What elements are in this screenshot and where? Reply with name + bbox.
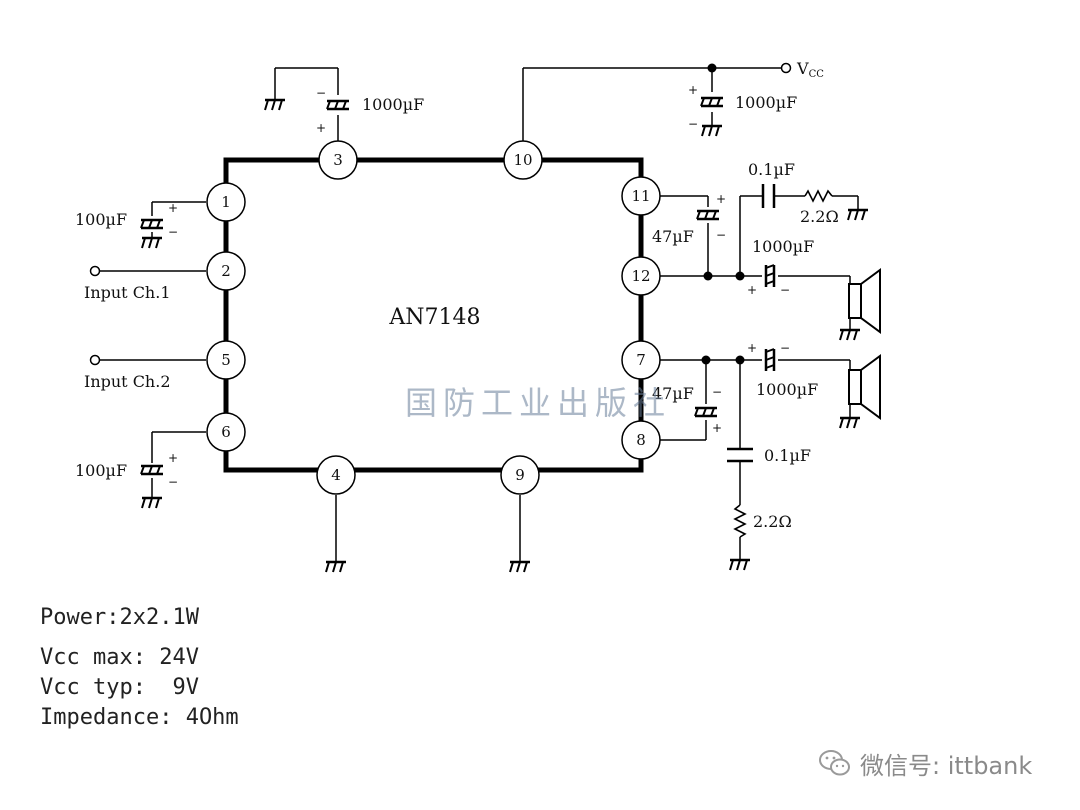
wiring — [100, 67, 859, 562]
resistor-top-rc-icon — [804, 189, 833, 203]
ground-pin4-icon — [324, 560, 348, 574]
pin-11-label: 11 — [631, 187, 650, 205]
label-c-pin1: 100µF — [75, 210, 127, 229]
pin-1-label: 1 — [221, 193, 231, 211]
svg-text:+: + — [716, 192, 726, 206]
pin-12-circle — [621, 256, 661, 296]
polarity-marks: − + + − + − + − + − − + + − + − — [168, 83, 790, 489]
capacitor-pin11-icon — [695, 209, 721, 221]
wechat-icon — [819, 750, 850, 776]
pin-8-label: 8 — [636, 431, 646, 449]
label-c-8-7: 47µF — [652, 384, 694, 403]
spec-power: Power:2x2.1W — [40, 605, 199, 630]
label-c-pin3: 1000µF — [362, 95, 424, 114]
label-input-ch2: Input Ch.2 — [84, 372, 171, 391]
wechat-id-text: 微信号: ittbank — [860, 751, 1033, 780]
resistor-bottom-rc-icon — [733, 504, 747, 538]
ic-name: AN7148 — [388, 305, 480, 330]
label-input-ch1: Input Ch.1 — [84, 283, 171, 302]
ground-top-rc-icon — [846, 208, 870, 222]
publisher-watermark: 国防工业出版社 — [405, 384, 671, 422]
input-ch2-terminal-icon — [89, 354, 101, 366]
ground-pin9-icon — [508, 560, 532, 574]
capacitor-out1-icon — [764, 263, 776, 289]
svg-text:−: − — [716, 228, 726, 242]
ground-pin3-icon — [263, 98, 287, 112]
pin-10-circle — [503, 140, 543, 180]
ground-speaker2-icon — [838, 416, 862, 430]
svg-text:+: + — [316, 121, 326, 135]
capacitor-pin8-icon — [693, 406, 719, 418]
ground-vcc-icon — [700, 124, 724, 138]
pin-2-circle — [206, 251, 246, 291]
ground-pin6-icon — [140, 496, 164, 510]
svg-text:−: − — [712, 385, 722, 399]
svg-text:+: + — [747, 283, 757, 297]
svg-text:+: + — [712, 421, 722, 435]
ground-bottom-rc-icon — [728, 558, 752, 572]
pin-9-circle — [500, 455, 540, 495]
ground-speaker1-icon — [838, 328, 862, 342]
pin-6-label: 6 — [221, 423, 231, 441]
pin-1-circle — [206, 182, 246, 222]
label-c-top-rc: 0.1µF — [748, 160, 795, 179]
svg-text:−: − — [688, 117, 698, 131]
speaker-1-icon — [848, 268, 881, 334]
pin-8-circle — [621, 420, 661, 460]
svg-text:+: + — [168, 451, 178, 465]
svg-text:+: + — [168, 201, 178, 215]
capacitor-vcc-icon — [699, 96, 725, 108]
pin-2-label: 2 — [221, 262, 231, 280]
capacitor-out2-icon — [764, 347, 776, 373]
svg-text:−: − — [168, 225, 178, 239]
pin-5-label: 5 — [221, 351, 231, 369]
vcc-terminal-icon — [780, 62, 792, 74]
capacitor-bottom-rc-icon — [727, 447, 753, 463]
svg-text:+: + — [688, 83, 698, 97]
pin-7-circle — [621, 340, 661, 380]
svg-text:−: − — [780, 283, 790, 297]
pin-7-label: 7 — [636, 351, 646, 369]
svg-text:−: − — [316, 86, 326, 100]
junction-dots — [701, 63, 745, 365]
pin-4-circle — [316, 455, 356, 495]
spec-vcc-max: Vcc max: 24V — [40, 645, 199, 670]
label-vcc: VCC — [796, 59, 824, 80]
pin-3-label: 3 — [333, 151, 343, 169]
label-r-top-rc: 2.2Ω — [800, 207, 839, 226]
label-c-vcc: 1000µF — [735, 93, 797, 112]
label-r-bottom-rc: 2.2Ω — [753, 512, 792, 531]
capacitor-top-rc-icon — [761, 184, 776, 208]
label-c-out2: 1000µF — [756, 380, 818, 399]
label-c-pin6: 100µF — [75, 461, 127, 480]
ground-pin1-icon — [140, 236, 164, 250]
pin-10-label: 10 — [513, 151, 532, 169]
label-c-11-12: 47µF — [652, 227, 694, 246]
pin-4-label: 4 — [331, 466, 341, 484]
ic-body — [223, 157, 644, 473]
pin-5-circle — [206, 340, 246, 380]
svg-text:+: + — [747, 341, 757, 355]
spec-vcc-typ: Vcc typ: 9V — [40, 675, 199, 700]
pin-9-label: 9 — [515, 466, 525, 484]
label-c-out1: 1000µF — [752, 237, 814, 256]
pin-3-circle — [318, 140, 358, 180]
svg-text:−: − — [168, 475, 178, 489]
svg-text:−: − — [780, 341, 790, 355]
pin-6-circle — [206, 412, 246, 452]
spec-impedance: Impedance: 4Ohm — [40, 705, 239, 730]
pin-11-circle — [621, 176, 661, 216]
capacitor-pin1-icon — [139, 218, 165, 230]
wechat-footer: 微信号: ittbank — [818, 745, 1032, 781]
input-ch1-terminal-icon — [89, 265, 101, 277]
speaker-2-icon — [848, 354, 881, 420]
capacitor-pin3-icon — [325, 99, 351, 111]
label-c-bottom-rc: 0.1µF — [764, 446, 811, 465]
pin-12-label: 12 — [631, 267, 650, 285]
capacitor-pin6-icon — [139, 464, 165, 476]
